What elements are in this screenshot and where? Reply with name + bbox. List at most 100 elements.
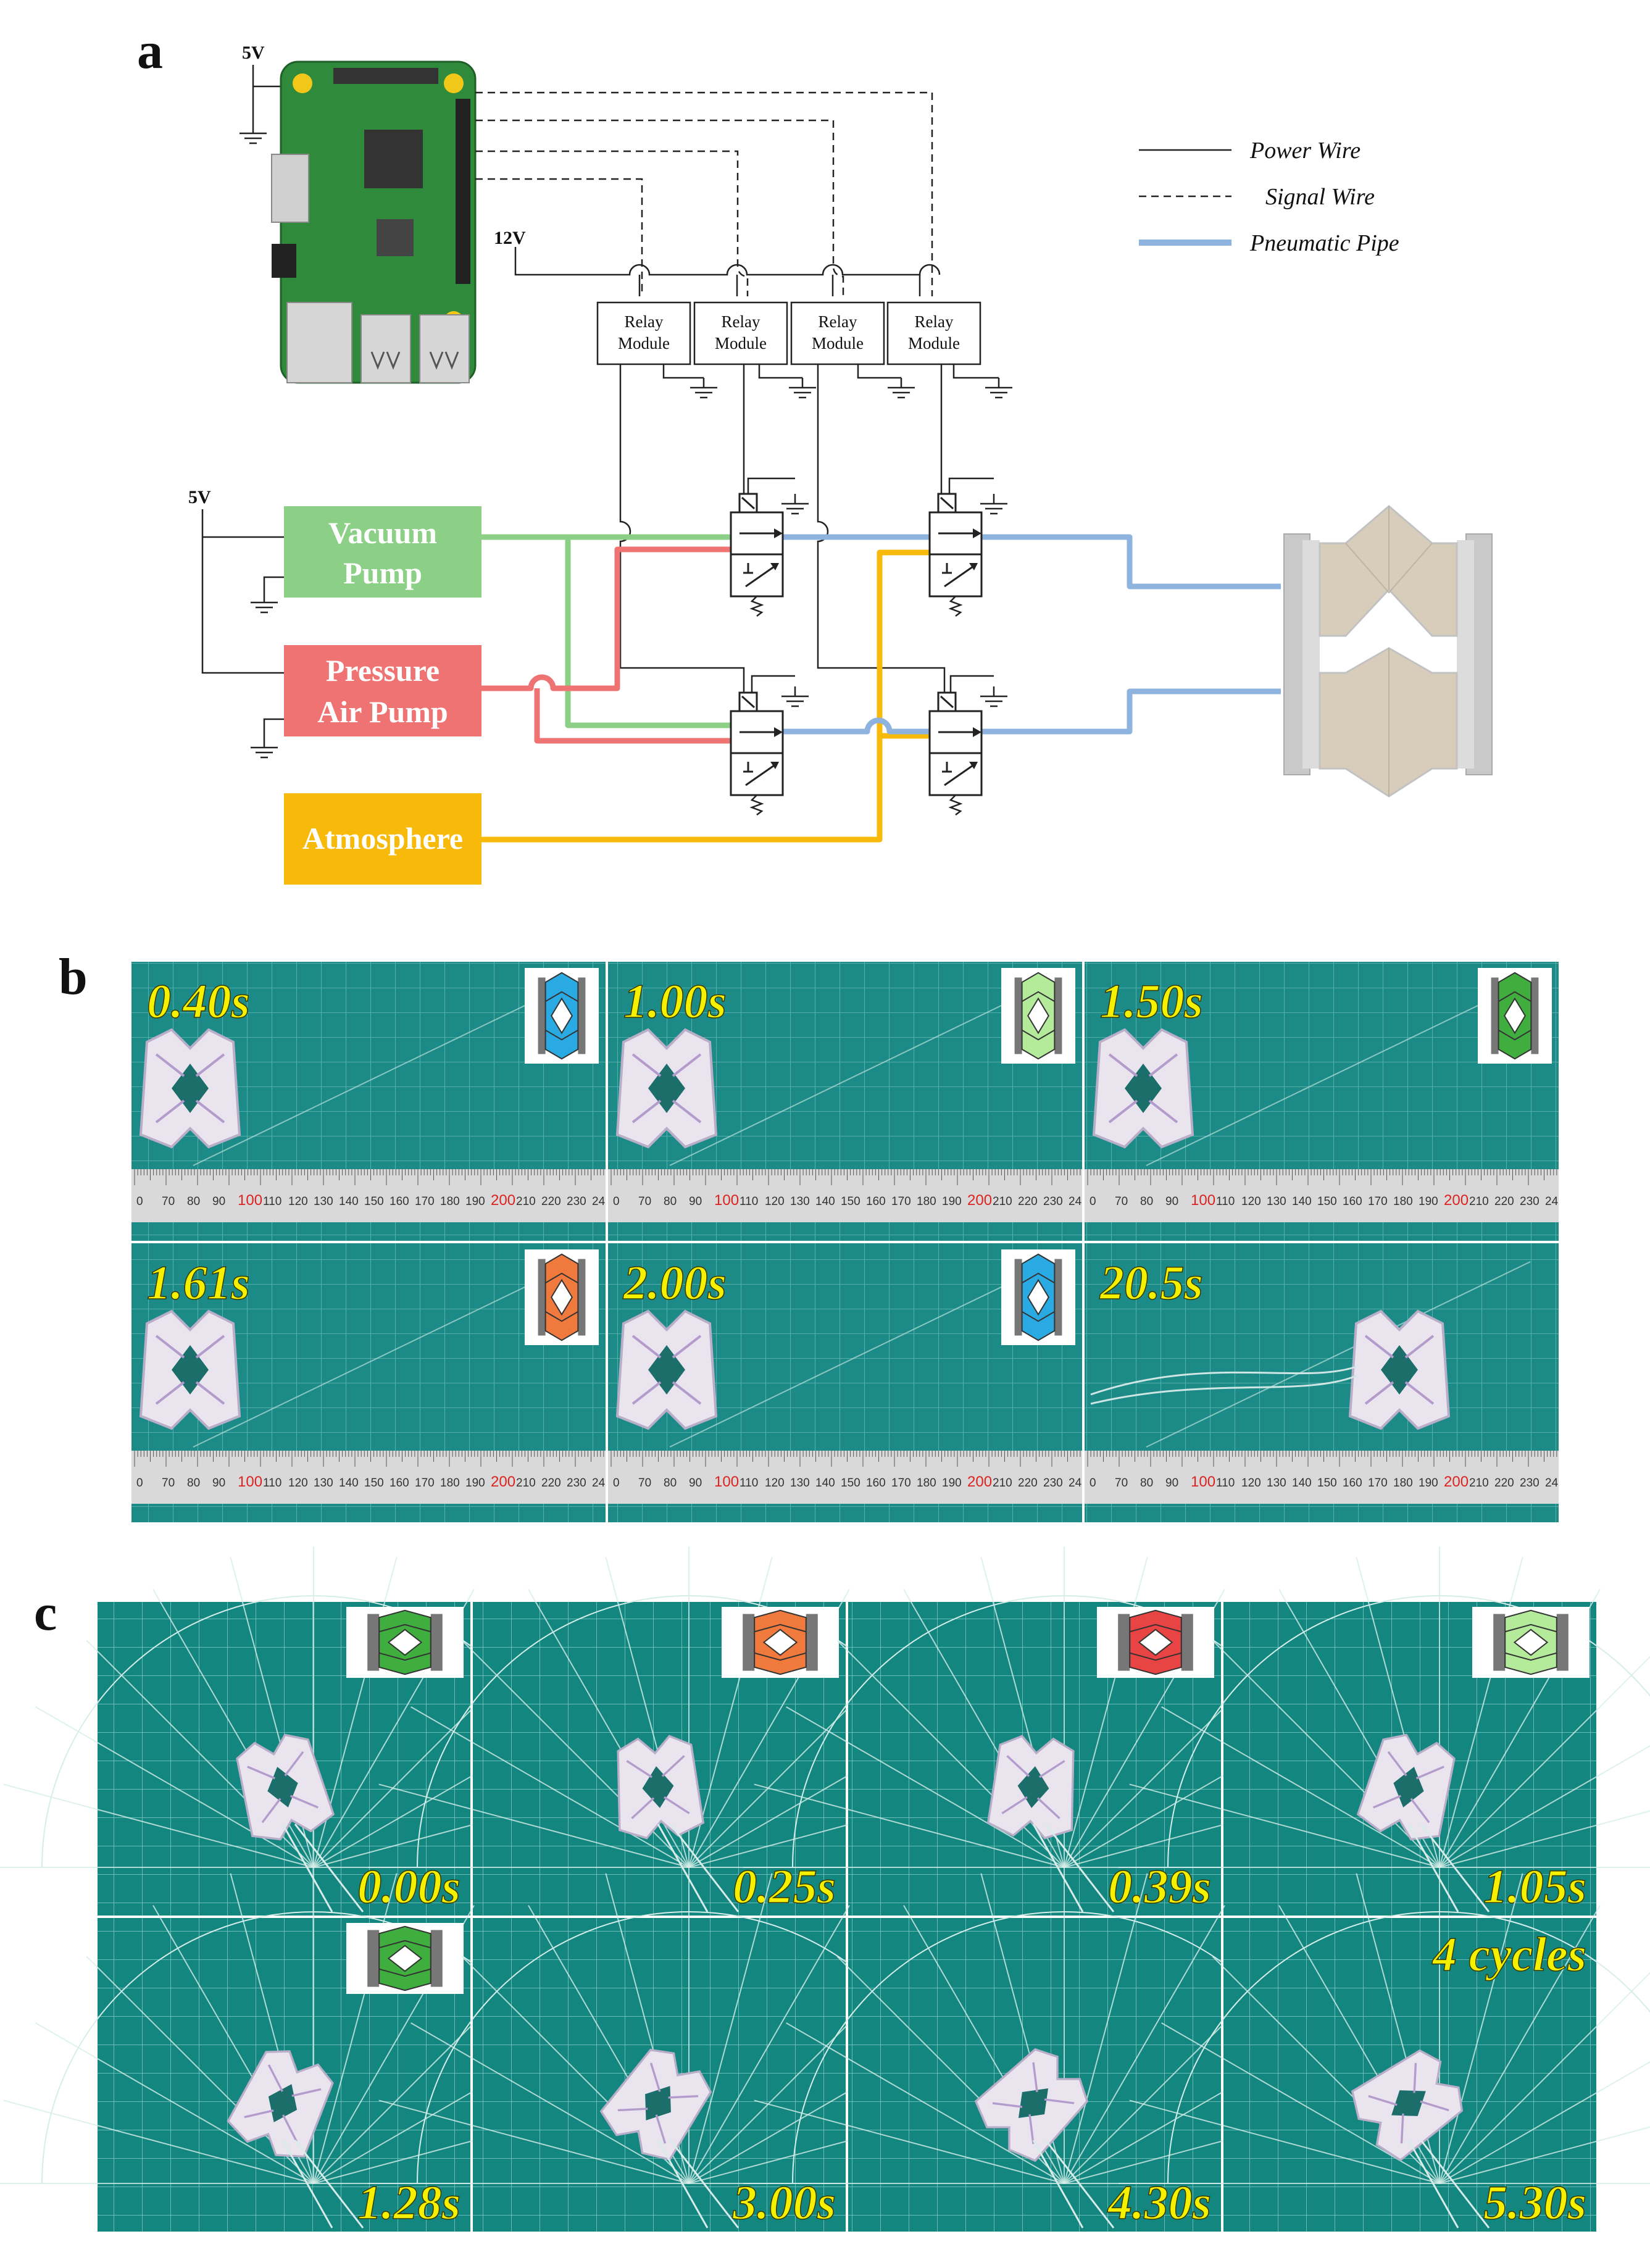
- svg-text:Atmosphere: Atmosphere: [302, 821, 463, 856]
- ruler-tick-label: 200: [967, 1192, 992, 1209]
- ruler-tick-label: 180: [917, 1195, 936, 1208]
- svg-text:Vacuum: Vacuum: [328, 515, 437, 550]
- ruler-tick-label: 180: [440, 1477, 460, 1490]
- vacuum-pump-box: Vacuum Pump: [284, 506, 481, 598]
- contracted-green-icon: [1478, 968, 1552, 1064]
- voltage-5v-pumps: 5V: [188, 487, 211, 507]
- ruler-tick-label: 80: [664, 1195, 677, 1208]
- ruler-tick-label: 160: [866, 1195, 886, 1208]
- ruler-tick-label: 120: [765, 1477, 785, 1490]
- ruler-tick-label: 70: [1115, 1195, 1128, 1208]
- ruler-tick-label: 180: [1393, 1477, 1413, 1490]
- relay-module-1: [596, 301, 691, 365]
- relay-label-2: Relay: [722, 312, 760, 331]
- ruler-tick-label: 220: [1494, 1195, 1514, 1208]
- relay-module-3: [790, 301, 885, 365]
- ruler-tick-label: 160: [866, 1477, 886, 1490]
- ruler-tick-label: 190: [942, 1195, 962, 1208]
- ruler-tick-label: 24: [592, 1195, 606, 1208]
- solenoid-valve-2: [928, 493, 983, 617]
- ruler-tick-label: 190: [1419, 1195, 1438, 1208]
- relay-module-4: [886, 301, 981, 365]
- panel-b-time-label: 20.5s: [1099, 1256, 1203, 1309]
- relay-label-3-line2: Module: [812, 334, 864, 352]
- ruler-tick-label: 170: [415, 1195, 435, 1208]
- ruler-tick-label: 220: [1018, 1195, 1038, 1208]
- soft-robot: [617, 1735, 705, 1840]
- ruler-tick-label: 24: [1545, 1195, 1559, 1208]
- ruler-tick-label: 0: [1090, 1477, 1096, 1490]
- legend-power-wire: Power Wire: [1249, 138, 1360, 164]
- ruler-tick-label: 0: [136, 1195, 143, 1208]
- ruler-tick-label: 90: [1165, 1477, 1178, 1490]
- soft-robot: [615, 1028, 718, 1149]
- ruler-tick-label: 130: [790, 1477, 810, 1490]
- ruler-tick-label: 140: [1292, 1195, 1312, 1208]
- ruler-tick-label: 160: [390, 1477, 409, 1490]
- ruler-tick-label: 180: [440, 1195, 460, 1208]
- panel-b-time-label: 1.50s: [1100, 974, 1203, 1028]
- ruler-tick-label: 70: [638, 1477, 651, 1490]
- ruler-tick-label: 150: [364, 1195, 384, 1208]
- ruler-tick-label: 170: [415, 1477, 435, 1490]
- soft-robot: [986, 1735, 1075, 1840]
- relay-label-4-line2: Module: [908, 334, 960, 352]
- panel-a: a 5V: [137, 22, 1493, 885]
- ruler-tick-label: 230: [1043, 1477, 1063, 1490]
- ruler-tick-label: 160: [1343, 1477, 1362, 1490]
- svg-text:Air Pump: Air Pump: [317, 694, 448, 729]
- ruler-tick-label: 110: [263, 1195, 281, 1208]
- ruler-tick-label: 80: [664, 1477, 677, 1490]
- relay-label-4: Relay: [915, 312, 954, 331]
- ruler-tick-label: 120: [765, 1195, 785, 1208]
- ruler-tick-label: 220: [541, 1195, 561, 1208]
- ruler-tick-label: 90: [689, 1195, 702, 1208]
- ruler-tick-label: 110: [263, 1477, 281, 1490]
- ruler-tick-label: 150: [364, 1477, 384, 1490]
- atmosphere-box: Atmosphere: [284, 793, 481, 885]
- panel-c-state-icon-1: [346, 1607, 464, 1678]
- soft-robot: [227, 2050, 334, 2158]
- ruler-tick-label: 150: [841, 1195, 860, 1208]
- ruler-tick-label: 190: [465, 1477, 485, 1490]
- ruler-tick-label: 190: [465, 1195, 485, 1208]
- ruler-tick-label: 160: [390, 1195, 409, 1208]
- expanded-blue-icon: [525, 968, 599, 1064]
- ruler-tick-label: 70: [162, 1195, 175, 1208]
- ruler-tick-label: 100: [714, 1192, 739, 1209]
- ruler-tick-label: 24: [1545, 1477, 1559, 1490]
- ruler-tick-label: 130: [314, 1477, 333, 1490]
- solenoid-valve-4: [928, 691, 983, 816]
- ruler-tick-label: 80: [1140, 1477, 1153, 1490]
- panel-letter-a: a: [137, 22, 163, 80]
- ruler-tick-label: 120: [1241, 1195, 1261, 1208]
- ruler-tick-label: 210: [516, 1195, 536, 1208]
- ruler-tick-label: 24: [592, 1477, 606, 1490]
- panel-c-frame-3: 0.39s: [743, 1546, 1385, 1916]
- panel-c-state-icon-3: [1097, 1607, 1214, 1678]
- voltage-5v-board: 5V: [242, 43, 265, 63]
- relay-label-3: Relay: [819, 312, 857, 331]
- ruler-tick-label: 120: [288, 1195, 308, 1208]
- ruler-tick-label: 170: [1368, 1195, 1388, 1208]
- svg-text:Pressure: Pressure: [326, 653, 440, 688]
- ruler-tick-label: 100: [238, 1474, 262, 1490]
- ruler-tick-label: 140: [815, 1195, 835, 1208]
- ruler-tick-label: 120: [1241, 1477, 1261, 1490]
- ruler-tick-label: 150: [1317, 1195, 1337, 1208]
- ruler-tick-label: 110: [740, 1195, 758, 1208]
- legend: Power Wire Signal Wire Pneumatic Pipe: [1139, 138, 1399, 256]
- 12v-bus: 12V: [494, 228, 941, 296]
- ruler-tick-label: 90: [212, 1195, 225, 1208]
- expanded-blue-icon: [1001, 1249, 1075, 1345]
- ruler-tick-label: 90: [689, 1477, 702, 1490]
- ruler-tick-label: 170: [891, 1477, 911, 1490]
- ruler-tick-label: 200: [1444, 1192, 1469, 1209]
- ruler-tick-label: 70: [162, 1477, 175, 1490]
- ruler-tick-label: 220: [1018, 1477, 1038, 1490]
